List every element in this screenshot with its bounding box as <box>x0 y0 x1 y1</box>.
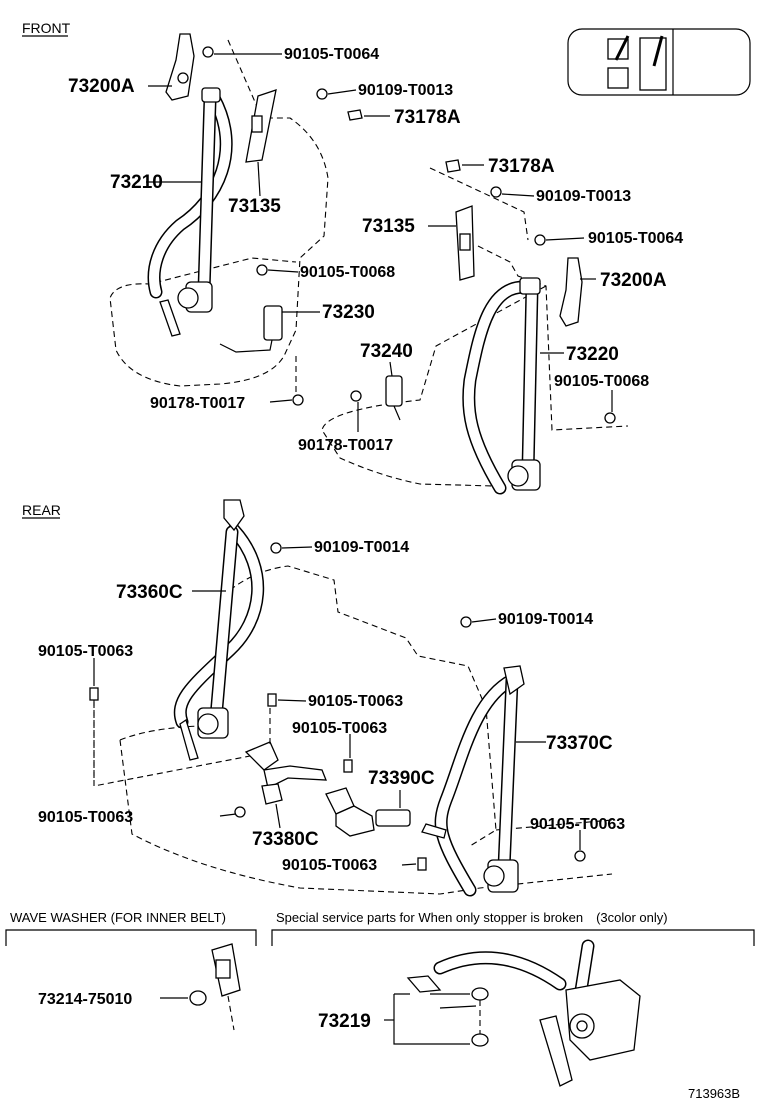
front-right-anchor-73200A <box>559 257 583 327</box>
front-leader-lines <box>146 53 613 432</box>
stopper-service-parts <box>384 939 641 1087</box>
rear-right-belt-assembly <box>421 665 525 897</box>
label-90109-T0013-top: 90109-T0013 <box>358 82 453 99</box>
label-73210: 73210 <box>110 172 163 193</box>
rear-leader-lines <box>93 546 581 866</box>
wave-washer-title: WAVE WASHER (FOR INNER BELT) <box>10 910 226 925</box>
front-left-seat-outline <box>109 39 329 396</box>
label-73240: 73240 <box>360 341 413 362</box>
label-90178-T0017-left: 90178-T0017 <box>150 395 245 412</box>
label-90105-T0063-bl: 90105-T0063 <box>38 809 133 826</box>
label-73220: 73220 <box>566 344 619 365</box>
vehicle-locator-icon <box>567 28 751 96</box>
label-73135-right: 73135 <box>362 216 415 237</box>
rear-fasteners <box>89 542 586 871</box>
section-rear-title: REAR <box>22 502 61 518</box>
rear-center-buckle-73390C <box>325 787 411 837</box>
label-73200A-right: 73200A <box>600 270 667 291</box>
label-73135-left: 73135 <box>228 196 281 217</box>
label-90105-T0063-bot: 90105-T0063 <box>282 857 377 874</box>
label-73390C: 73390C <box>368 768 435 789</box>
label-73214-75010: 73214-75010 <box>38 991 132 1008</box>
front-right-belt-assembly <box>385 277 541 495</box>
figure-id: 713963B <box>688 1086 740 1101</box>
rear-center-buckle-73380C <box>244 741 327 805</box>
label-90109-T0013-right: 90109-T0013 <box>536 188 631 205</box>
rear-left-belt-assembly <box>173 499 265 761</box>
label-73178A-right: 73178A <box>488 156 555 177</box>
section-front-title: FRONT <box>22 20 71 36</box>
label-90109-T0014-top: 90109-T0014 <box>314 539 409 556</box>
label-90105-T0068-left: 90105-T0068 <box>300 264 395 281</box>
rear-seat-outline <box>93 565 613 895</box>
label-90109-T0014-right: 90109-T0014 <box>498 611 593 628</box>
label-73370C: 73370C <box>546 733 613 754</box>
front-left-fasteners <box>202 46 363 406</box>
label-73200A-left: 73200A <box>68 76 135 97</box>
special-service-title: Special service parts for When only stop… <box>276 910 668 925</box>
label-90105-T0063-left: 90105-T0063 <box>38 643 133 660</box>
label-73380C: 73380C <box>252 829 319 850</box>
label-73219: 73219 <box>318 1011 371 1032</box>
label-90105-T0063-r: 90105-T0063 <box>530 816 625 833</box>
label-73230: 73230 <box>322 302 375 323</box>
label-90105-T0068-right: 90105-T0068 <box>554 373 649 390</box>
front-right-cover-73135 <box>455 205 475 281</box>
label-90178-T0017-bottom: 90178-T0017 <box>298 437 393 454</box>
label-73360C: 73360C <box>116 582 183 603</box>
label-90105-T0064-right: 90105-T0064 <box>588 230 683 247</box>
front-left-anchor-73200A <box>165 33 195 101</box>
label-90105-T0063-mid2: 90105-T0063 <box>292 720 387 737</box>
wave-washer-parts <box>160 943 241 1031</box>
front-right-fasteners <box>350 159 616 424</box>
label-73178A-top: 73178A <box>394 107 461 128</box>
label-90105-T0063-mid1: 90105-T0063 <box>308 693 403 710</box>
front-left-cover-73135 <box>245 89 277 163</box>
front-left-belt-assembly <box>147 87 283 353</box>
label-90105-T0064-top: 90105-T0064 <box>284 46 379 63</box>
